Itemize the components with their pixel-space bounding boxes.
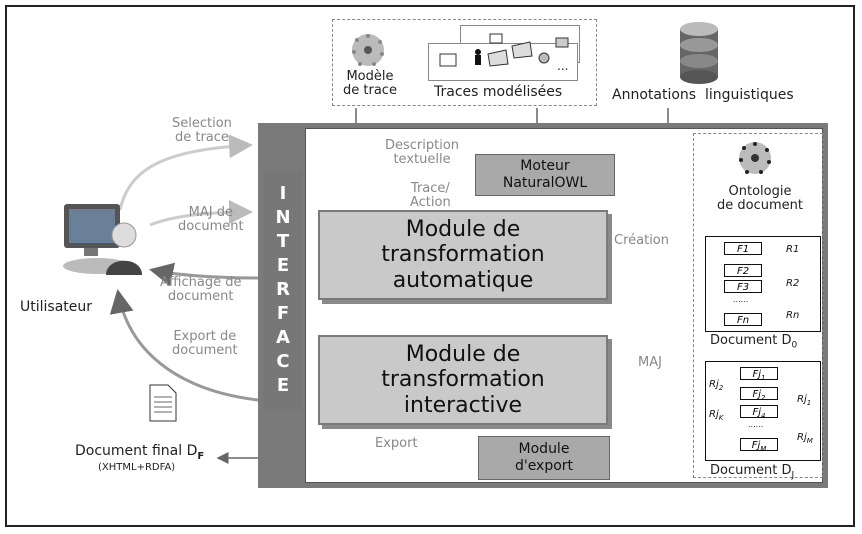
fn-item: Fn xyxy=(724,313,762,326)
document-d0-label: Document D0 xyxy=(710,333,798,351)
dj-dots: ...... xyxy=(748,420,764,429)
document-d0-box xyxy=(705,236,821,332)
rjk-label: RjK xyxy=(709,409,724,422)
rn-label: Rn xyxy=(786,310,800,321)
traces-ellipsis: ... xyxy=(557,59,569,73)
fj4-item: Fj4 xyxy=(740,405,778,420)
database-icon xyxy=(678,21,720,85)
final-document-label: Document final DF xyxy=(75,443,205,462)
rj2-label: Rj2 xyxy=(709,379,724,392)
fj1-item: Fj1 xyxy=(740,367,778,382)
trace-sources-area xyxy=(332,19,597,106)
module-export: Module d'export xyxy=(478,436,610,480)
affichage-document-label: Affichage de document xyxy=(160,275,242,305)
f1-item: F1 xyxy=(724,242,762,255)
maj-label: MAJ xyxy=(638,355,662,370)
description-textuelle-label: Description textuelle xyxy=(385,138,460,168)
rjm-label: RjM xyxy=(797,432,813,445)
module-transformation-automatique: Module de transformation automatique xyxy=(318,210,608,300)
ontology-area xyxy=(693,133,823,478)
selection-trace-label: Selection de trace xyxy=(172,116,232,146)
figure-frame xyxy=(5,5,855,527)
trace-action-label: Trace/ Action xyxy=(410,181,451,211)
module-transformation-interactive: Module de transformation interactive xyxy=(318,335,608,425)
trace-model-label: Modèle de trace xyxy=(343,69,397,99)
traces-modelisees-label: Traces modélisées xyxy=(434,84,563,100)
creation-label: Création xyxy=(614,233,670,248)
user-label: Utilisateur xyxy=(20,299,93,315)
fj2-item: Fj2 xyxy=(740,387,778,402)
user-computer-icon xyxy=(62,200,152,280)
f3-item: F3 xyxy=(724,280,762,293)
fjm-item: FjM xyxy=(740,438,778,453)
document-icon xyxy=(148,383,178,423)
trace-model-icon xyxy=(348,30,388,70)
annotations-label: Annotations linguistiques xyxy=(612,87,794,103)
rj1-label: Rj1 xyxy=(797,394,812,407)
f2-item: F2 xyxy=(724,264,762,277)
r2-label: R2 xyxy=(786,278,800,289)
r1-label: R1 xyxy=(786,244,800,255)
traces-icons xyxy=(432,28,582,83)
ontology-icon xyxy=(735,138,775,178)
ontology-label: Ontologie de document xyxy=(717,184,803,214)
final-document-format: (XHTML+RDFA) xyxy=(98,462,176,473)
d0-dots: ...... xyxy=(733,295,749,304)
export-label: Export xyxy=(375,436,418,451)
document-dj-label: Document DJ xyxy=(710,463,795,481)
maj-document-label: MAJ de document xyxy=(178,205,244,235)
export-document-label: Export de document xyxy=(172,329,238,359)
moteur-naturalowl-module: Moteur NaturalOWL xyxy=(475,154,615,196)
